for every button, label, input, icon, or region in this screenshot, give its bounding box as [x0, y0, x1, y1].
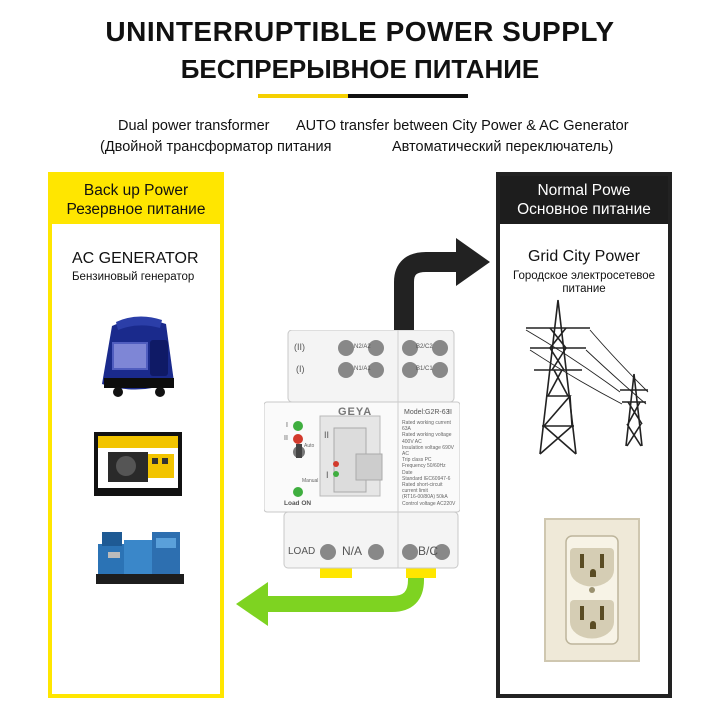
spec-line: Control voltage AC220V [402, 500, 456, 507]
wall-outlet-icon [544, 518, 640, 662]
device-body [264, 330, 460, 578]
indicator-I-label: I [286, 422, 288, 429]
subtitle-left-ru: (Двойной трансформатор питания [100, 139, 332, 155]
title-underline [258, 94, 468, 98]
spec-line: Standard IEC60947-6 [402, 475, 451, 482]
indicator-II-label: II [284, 435, 288, 442]
generator-subtitle: Бензиновый генератор [72, 271, 195, 283]
backup-power-header: Back up Power Резервное питание [52, 176, 220, 224]
normal-title-ru: Основное питание [517, 201, 651, 218]
spec-line: Date [402, 469, 413, 476]
device-model-suffix: II [448, 409, 452, 416]
grid-subtitle-2: питание [562, 283, 606, 295]
subtitle-right-ru: Автоматический переключатель) [392, 139, 614, 155]
mode-manual-label: Manual [302, 478, 319, 484]
portable-generator-icon [102, 316, 174, 397]
mode-auto-label: Auto [304, 443, 315, 449]
normal-power-panel: Normal Powe Основное питание Grid City P… [496, 172, 672, 698]
grid-subtitle-1: Городское электросетевое [512, 270, 655, 282]
spec-line: Frequency 50/60Hz [402, 463, 446, 470]
normal-title-en: Normal Powe [537, 182, 631, 199]
title-russian: БЕСПРЕРЫВНОЕ ПИТАНИЕ [180, 54, 540, 84]
spec-line: Trip class PC [402, 457, 432, 464]
diesel-generator-icon [96, 532, 184, 584]
spec-line: Insulation voltage 690V AC [402, 444, 454, 458]
spec-line: Rated short-circuit current limit [402, 482, 443, 495]
grid-title: Grid City Power [527, 248, 641, 265]
bottom-na-label: N/A [342, 544, 363, 558]
backup-title-en: Back up Power [83, 182, 189, 199]
transfer-switch-device: (II) (I) N2/A2 N1/A1 B2/C2 B1/C1 GEYA Mo… [264, 330, 460, 582]
terminal-b1c1: B1/C1 [416, 366, 433, 372]
arrow-left-icon [236, 568, 424, 626]
normal-power-header: Normal Powe Основное питание [500, 176, 668, 224]
device-spec-list: Rated working current 63A Rated working … [402, 420, 458, 507]
switch-position-II: II [324, 430, 330, 440]
spec-line: Rated working voltage 400V AC [402, 432, 452, 445]
generator-title: AC GENERATOR [72, 250, 199, 267]
load-on-label: Load ON [284, 500, 312, 507]
device-model: Model:G2R-63 [404, 409, 450, 416]
bottom-load-label: LOAD [288, 546, 316, 557]
spec-line: (RT16-00/80A) 50kA [402, 494, 448, 501]
subtitle-right: AUTO transfer between City Power & AC Ge… [296, 118, 629, 134]
backup-title-ru: Резервное питание [66, 201, 206, 218]
open-frame-generator-icon [94, 432, 182, 496]
subtitle-left: Dual power transformer [118, 118, 270, 134]
title-english: UNINTERRUPTIBLE POWER SUPPLY [105, 16, 615, 47]
switch-position-I: I [326, 470, 329, 480]
backup-power-panel: Back up Power Резервное питание AC GENER… [48, 172, 224, 698]
bottom-bc-label: B/C [418, 544, 439, 558]
terminal-n1a1: N1/A1 [354, 366, 371, 372]
arrow-right-icon [394, 238, 490, 342]
device-label-I: (I) [296, 364, 305, 374]
spec-line: Rated working current 63A [402, 420, 451, 433]
terminal-n2a2: N2/A2 [354, 344, 371, 350]
transmission-tower-icon [525, 299, 649, 455]
terminal-b2c2: B2/C2 [416, 344, 433, 350]
device-brand: GEYA [338, 406, 373, 418]
device-label-II: (II) [294, 342, 305, 352]
